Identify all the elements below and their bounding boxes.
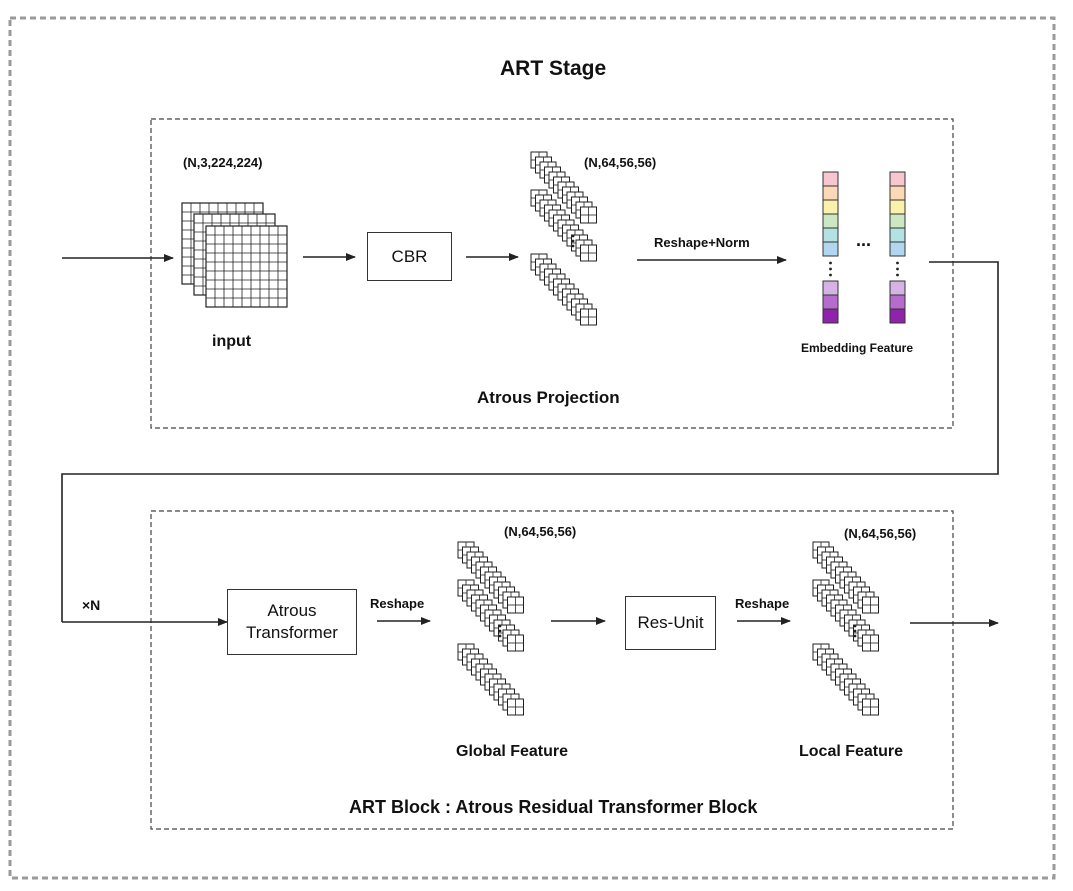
embedding-cell: [889, 280, 906, 296]
input-grid-layer: [205, 225, 288, 308]
embedding-cell: [822, 308, 839, 324]
res-unit-label: Res-Unit: [637, 613, 704, 632]
connector-embedding-to-block: [61, 261, 999, 622]
embedding-cell: [889, 308, 906, 324]
projection-feature-map-icon: [530, 151, 597, 326]
embedding-ellipsis: ...: [856, 230, 872, 250]
ellipsis-dot: [829, 261, 832, 265]
feature-cell: [862, 698, 879, 716]
embedding-feature-label: Embedding Feature: [801, 341, 914, 355]
atrous-transformer-label-line2: Transformer: [246, 623, 338, 642]
input-label: input: [212, 333, 252, 350]
art-stage-title: ART Stage: [500, 57, 607, 80]
input-tensor-icon: [181, 202, 288, 308]
atrous-projection-title: Atrous Projection: [477, 388, 620, 407]
embedding-cell: [889, 241, 906, 257]
ellipsis-dot: [829, 273, 832, 277]
ellipsis-dot: [896, 261, 899, 265]
embedding-cell: [889, 185, 906, 201]
global-feature-shape: (N,64,56,56): [504, 524, 577, 539]
feature-cell: [580, 308, 597, 326]
atrous-transformer-label-line1: Atrous: [267, 601, 317, 620]
embedding-column-right: [889, 171, 906, 324]
art-stage-border: [8, 16, 1056, 880]
feature-cell: [580, 244, 597, 262]
embedding-cell: [822, 213, 839, 229]
embedding-cell: [889, 199, 906, 215]
res-unit-box: Res-Unit: [625, 596, 716, 650]
ellipsis-dot: [896, 267, 899, 271]
ellipsis-dot: [498, 634, 502, 638]
embedding-cell: [889, 171, 906, 187]
embedding-cell: [822, 185, 839, 201]
reshape-norm-label: Reshape+Norm: [654, 235, 750, 250]
embedding-cell: [822, 199, 839, 215]
embedding-cell: [822, 171, 839, 187]
feature-cell: [507, 596, 524, 614]
local-feature-map-icon: [812, 541, 879, 716]
embedding-cell: [889, 294, 906, 310]
ellipsis-dot: [498, 629, 502, 633]
input-shape-label: (N,3,224,224): [183, 155, 263, 170]
cbr-label: CBR: [391, 246, 428, 266]
embedding-column-left: [822, 171, 839, 324]
cbr-box: CBR: [367, 232, 452, 281]
ellipsis-dot: [571, 244, 575, 248]
repeat-n-label: ×N: [82, 597, 101, 613]
feature-cell: [580, 206, 597, 224]
ellipsis-dot: [896, 273, 899, 277]
feature-cell: [507, 698, 524, 716]
ellipsis-dot: [571, 239, 575, 243]
local-feature-label: Local Feature: [799, 743, 904, 760]
feature-cell: [507, 634, 524, 652]
global-feature-label: Global Feature: [456, 743, 569, 760]
ellipsis-dot: [829, 267, 832, 271]
projection-feature-shape: (N,64,56,56): [584, 155, 657, 170]
ellipsis-dot: [498, 624, 502, 628]
atrous-transformer-box: Atrous Transformer: [227, 589, 357, 655]
feature-cell: [862, 596, 879, 614]
embedding-cell: [822, 294, 839, 310]
ellipsis-dot: [853, 634, 857, 638]
atrous-projection-border: [150, 118, 954, 429]
embedding-cell: [822, 280, 839, 296]
embedding-cell: [822, 227, 839, 243]
embedding-cell: [822, 241, 839, 257]
art-block-border: [150, 510, 954, 830]
feature-cell: [862, 634, 879, 652]
art-block-title: ART Block : Atrous Residual Transformer …: [349, 797, 758, 817]
ellipsis-dot: [853, 629, 857, 633]
reshape-label-1: Reshape: [370, 596, 425, 611]
embedding-cell: [889, 227, 906, 243]
ellipsis-dot: [853, 624, 857, 628]
ellipsis-dot: [571, 234, 575, 238]
local-feature-shape: (N,64,56,56): [844, 526, 917, 541]
global-feature-map-icon: [457, 541, 524, 716]
reshape-label-2: Reshape: [735, 596, 790, 611]
embedding-cell: [889, 213, 906, 229]
